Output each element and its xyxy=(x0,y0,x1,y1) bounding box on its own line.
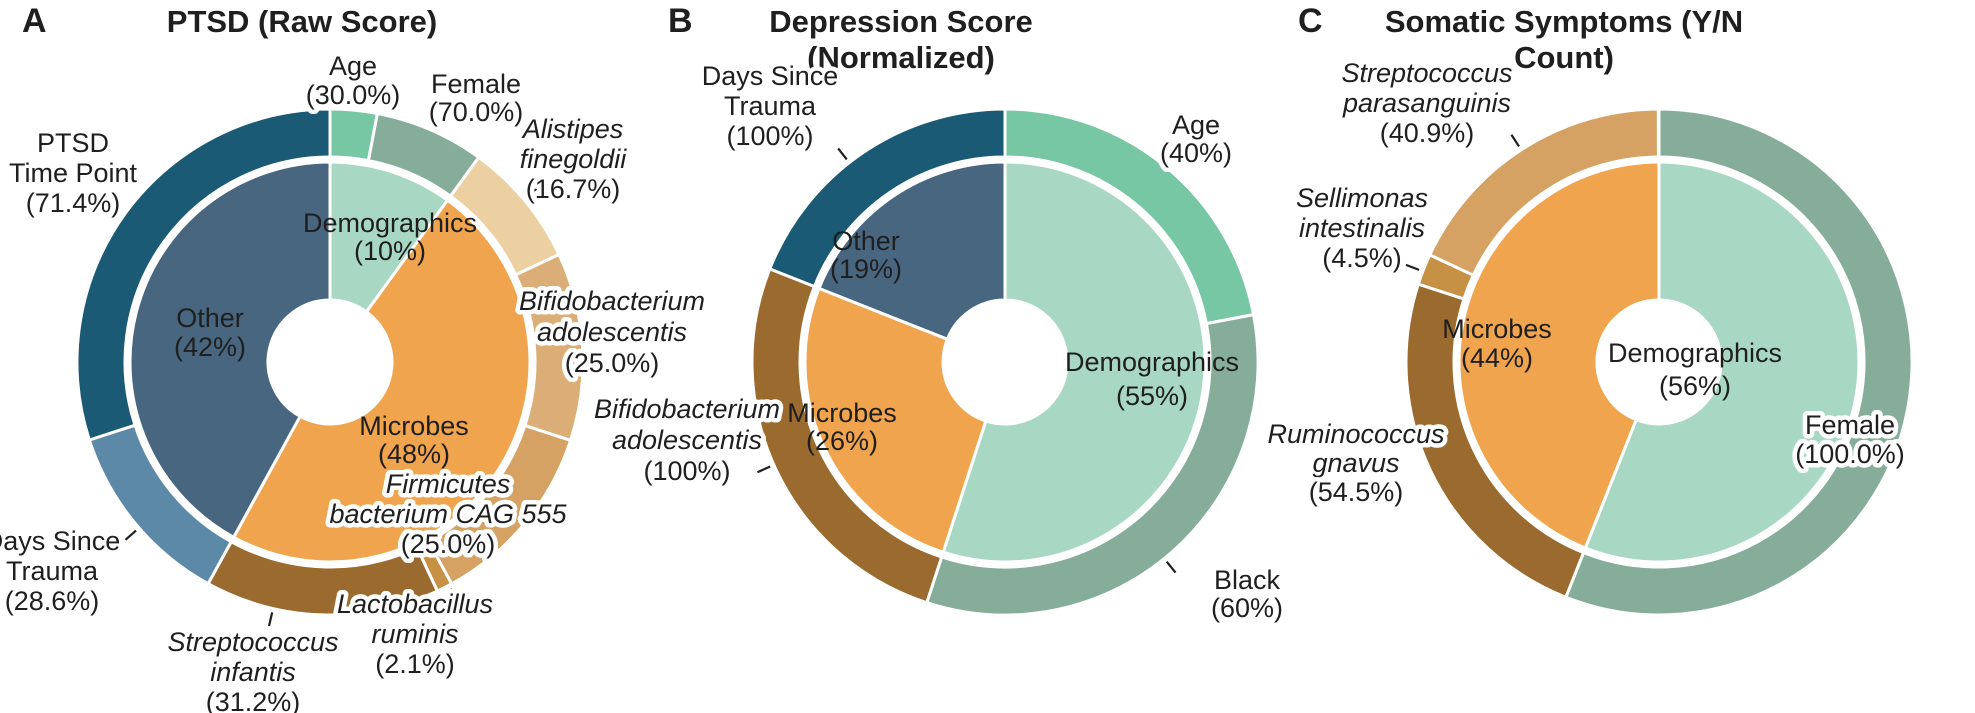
label-demographics-line-2: (55%) xyxy=(1116,381,1188,411)
label-female-line-2: (70.0%) xyxy=(429,97,524,127)
outer-segment-days-since-trauma xyxy=(768,107,1007,289)
panel-title-somatic: Somatic Symptoms (Y/N Count) xyxy=(1384,4,1744,75)
leader-tick-alistipes-finegoldii xyxy=(526,186,539,198)
chart-panel-b: Demographics (55%) Microbes(26%) Other(19%)… xyxy=(589,57,1287,628)
label-female-line-1: Female xyxy=(1805,410,1895,440)
label-age-line-2: (30.0%) xyxy=(306,80,401,110)
label-lactobacillus-ruminis-line-3: (2.1%) xyxy=(375,649,455,679)
label-days-since-trauma-line-3: (28.6%) xyxy=(5,586,100,616)
label-female-line-1: Female xyxy=(431,69,521,99)
label-bifidobacterium-adolescentis-line-3: (25.0%) xyxy=(565,348,660,378)
label-demographics-line-2: (10%) xyxy=(354,236,426,266)
label-demographics-line-1: Demographics xyxy=(1608,338,1782,368)
leader-tick-black xyxy=(1165,561,1177,574)
label-other-line-2: (42%) xyxy=(174,332,246,362)
inner-segment-demographics xyxy=(1583,160,1861,564)
label-microbes-line-1: Microbes xyxy=(787,398,897,428)
label-streptococcus-infantis-line-2: infantis xyxy=(210,657,296,687)
leader-tick-bifidobacterium-adolescentis xyxy=(756,465,771,474)
label-other-line-1: Other xyxy=(176,303,244,333)
label-age-line-1: Age xyxy=(1172,110,1220,140)
panel-letter-b: B xyxy=(668,2,693,40)
panel-title-ptsd: PTSD (Raw Score) xyxy=(166,4,438,39)
label-microbes-line-2: (48%) xyxy=(378,439,450,469)
label-microbes-line-2: (26%) xyxy=(806,426,878,456)
leader-tick-sellimonas-intestinalis xyxy=(1405,263,1420,271)
leader-tick-female xyxy=(429,112,437,126)
label-ptsd-time-point-line-3: (71.4%) xyxy=(26,188,121,218)
chart-panel-c: Demographics(56%) Microbes(44%) Female(100… xyxy=(1263,54,1914,617)
label-days-since-trauma-line-3: (100%) xyxy=(726,121,813,151)
label-other-line-1: Other xyxy=(832,226,900,256)
label-firmicutes-bacterium-cag-555-line-1: Firmicutes xyxy=(386,469,511,499)
label-black-line-2: (60%) xyxy=(1211,593,1283,623)
leader-tick-days-since-trauma xyxy=(124,529,137,541)
label-lactobacillus-ruminis-line-2: ruminis xyxy=(371,619,458,649)
label-black-line-1: Black xyxy=(1214,565,1281,595)
outer-segment-ptsd-time-point xyxy=(75,107,332,442)
label-days-since-trauma-line-1: Days Since xyxy=(0,526,120,556)
label-lactobacillus-ruminis-line-1: Lactobacillus xyxy=(337,589,493,619)
label-streptococcus-parasanguinis-line-3: (40.9%) xyxy=(1380,118,1475,148)
label-bifidobacterium-adolescentis-line-3: (100%) xyxy=(643,456,730,486)
inner-segment-other xyxy=(128,160,332,539)
label-streptococcus-infantis-line-1: Streptococcus xyxy=(167,627,338,657)
label-sellimonas-intestinalis-line-3: (4.5%) xyxy=(1322,243,1402,273)
label-bifidobacterium-adolescentis-line-1: Bifidobacterium xyxy=(594,394,780,424)
label-days-since-trauma-line-2: Trauma xyxy=(6,556,99,586)
label-sellimonas-intestinalis-line-1: Sellimonas xyxy=(1296,183,1428,213)
label-days-since-trauma-line-1: Days Since xyxy=(702,61,839,91)
label-alistipes-finegoldii-line-1: Alistipes xyxy=(521,114,624,144)
inner-segment-other xyxy=(817,160,1007,341)
label-ruminococcus-gnavus-line-3: (54.5%) xyxy=(1309,477,1404,507)
outer-segment-streptococcus-parasanguinis xyxy=(1428,107,1660,277)
leader-tick-lactobacillus-ruminis xyxy=(449,588,459,602)
label-bifidobacterium-adolescentis-line-1: Bifidobacterium xyxy=(519,286,705,316)
label-firmicutes-bacterium-cag-555-line-3: (25.0%) xyxy=(401,529,496,559)
label-sellimonas-intestinalis-line-2: intestinalis xyxy=(1299,213,1425,243)
inner-segment-microbes xyxy=(803,286,988,554)
inner-segment-microbes xyxy=(1457,160,1661,550)
label-microbes-line-2: (44%) xyxy=(1461,343,1533,373)
chart-panel-a: Demographics(10%) Microbes(48%) Other(42%)… xyxy=(0,47,710,713)
panel-title-depression: Depression Score (Normalized) xyxy=(769,4,1033,75)
outer-segment-female xyxy=(1564,107,1914,617)
label-ruminococcus-gnavus-line-1: Ruminococcus xyxy=(1267,419,1444,449)
leader-tick-streptococcus-parasanguinis xyxy=(1510,134,1520,148)
inner-segment-demographics xyxy=(941,160,1207,564)
leader-tick-streptococcus-infantis xyxy=(267,612,274,627)
label-days-since-trauma-line-2: Trauma xyxy=(724,91,817,121)
inner-segment-microbes xyxy=(232,198,532,564)
label-demographics-line-1: Demographics xyxy=(303,208,477,238)
label-ptsd-time-point-line-2: Time Point xyxy=(9,158,138,188)
label-streptococcus-parasanguinis-line-2: parasanguinis xyxy=(1342,88,1511,118)
panel-letter-a: A xyxy=(22,2,47,40)
label-firmicutes-bacterium-cag-555-line-2: bacterium CAG 555 xyxy=(329,499,567,529)
leader-tick-age xyxy=(353,92,358,107)
label-alistipes-finegoldii-line-2: finegoldii xyxy=(520,144,628,174)
label-streptococcus-infantis-line-3: (31.2%) xyxy=(206,687,301,713)
label-age-line-1: Age xyxy=(329,51,377,81)
label-streptococcus-parasanguinis-line-1: Streptococcus xyxy=(1341,58,1512,88)
label-bifidobacterium-adolescentis-line-2: adolescentis xyxy=(537,317,687,347)
label-demographics-line-1: Demographics xyxy=(1065,347,1239,377)
label-alistipes-finegoldii-line-3: (16.7%) xyxy=(526,174,621,204)
label-ptsd-time-point-line-1: PTSD xyxy=(37,128,109,158)
label-microbes-line-1: Microbes xyxy=(359,411,469,441)
label-other-line-2: (19%) xyxy=(830,254,902,284)
label-female-line-2: (100.0%) xyxy=(1795,439,1905,469)
panel-letter-c: C xyxy=(1298,2,1323,40)
inner-segment-demographics xyxy=(328,160,450,314)
label-bifidobacterium-adolescentis-line-2: adolescentis xyxy=(612,425,762,455)
label-age-line-2: (40%) xyxy=(1160,138,1232,168)
leader-tick-days-since-trauma xyxy=(837,147,848,161)
label-ruminococcus-gnavus-line-2: gnavus xyxy=(1312,448,1399,478)
leader-tick-age xyxy=(1162,147,1173,161)
leader-tick-ptsd-time-point xyxy=(110,201,123,212)
label-microbes-line-1: Microbes xyxy=(1442,314,1552,344)
label-demographics-line-2: (56%) xyxy=(1659,371,1731,401)
